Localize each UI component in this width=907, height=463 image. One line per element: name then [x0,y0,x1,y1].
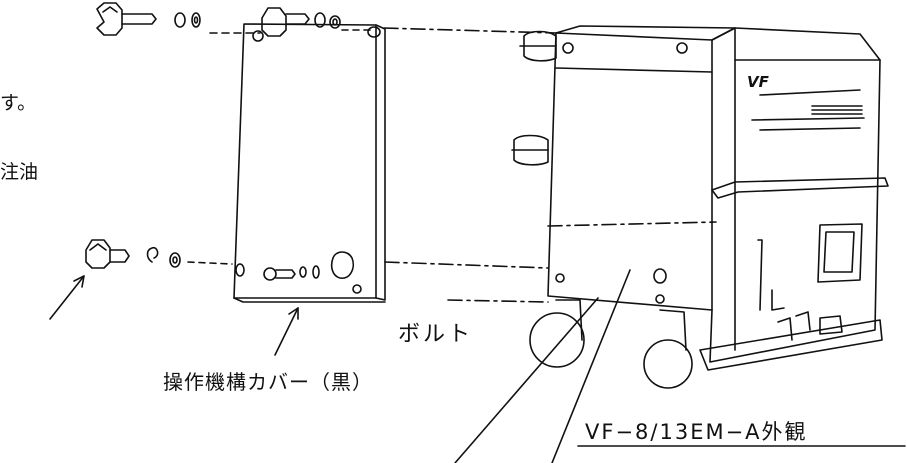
cover-leader-arrow [274,307,299,356]
leader-line [454,297,599,463]
leader-line [551,269,631,463]
bolt-label: ボルト [398,322,474,347]
rear-wheel-icon [643,309,693,389]
bolt-leader-arrow [49,275,85,320]
bottom-bolt-icon [85,239,130,269]
vf-panel-logo: VF [747,73,769,91]
bottom-washer-icon [146,246,181,268]
text-fragment-1: す。 [0,92,37,114]
top-washer-icon [174,12,201,28]
top-bolt-icon [96,2,157,36]
vf-unit-body [511,25,889,371]
top-washer-2-icon [314,12,341,29]
model-label: VF−8/13EM−A外観 [585,420,808,444]
front-wheel-icon [529,299,585,368]
text-fragment-2: 注油 [0,161,39,183]
cover-label: 操作機構カバー（黒） [163,370,373,394]
mechanism-cover [233,23,386,303]
